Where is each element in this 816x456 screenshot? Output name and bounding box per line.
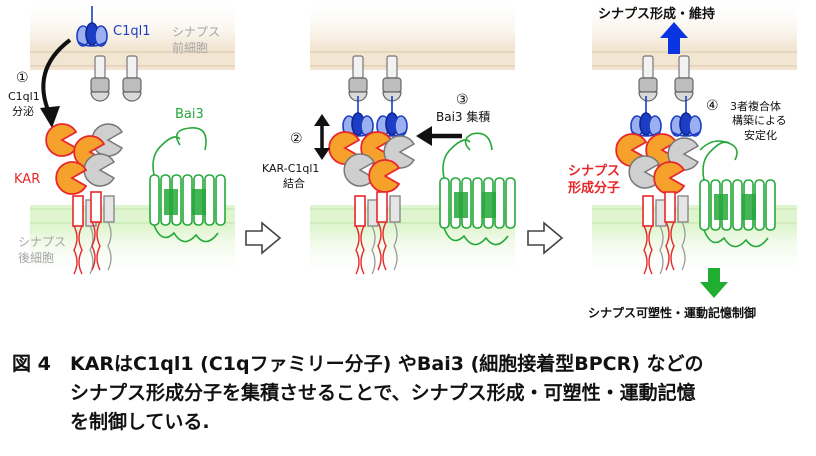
up-arrow [660,22,688,54]
step2-number: ② [290,131,303,147]
pre-synaptic-region [310,0,515,48]
gather-arrow [416,126,462,146]
transition-arrow-1 [245,222,281,254]
post-cell-label-2: 後細胞 [18,251,54,265]
step4-number: ④ [706,98,719,114]
panel-1: C1ql1 シナプス 前細胞 ① C1ql1 分泌 KAR Bai3 シナプス … [8,0,235,277]
step3-number: ③ [456,92,469,108]
bai3-label: Bai3 [175,107,204,122]
transition-arrow-2 [527,222,563,254]
c1ql1-icon [630,95,662,137]
c1ql1-label: C1ql1 [113,24,150,39]
figure-number: 図 4 [12,353,51,375]
pre-cell-label-2: 前細胞 [172,40,208,55]
bai3-receptor [699,140,776,248]
c1ql1-icon [670,95,702,137]
bai3-receptor [439,132,516,246]
panel-3: シナプス形成・維持 ④ 3者複合体 構築による 安定化 シナプス 形成分子 [568,0,797,320]
caption-line-2: シナプス形成分子を集積させることで、シナプス形成・可塑性・運動記憶 [70,382,696,404]
organizer-line2: 形成分子 [568,180,620,196]
pre-synaptic-region [30,0,235,48]
pre-membrane-pattern [592,51,797,67]
post-synaptic-region [30,227,235,277]
kar-label: KAR [14,172,40,187]
panel-2: ② KAR-C1ql1 結合 ③ Bai3 集積 [262,0,516,277]
organizer-line1: シナプス [568,164,620,179]
step1-number: ① [16,70,29,86]
bai3-receptor [149,127,226,243]
caption-line-3: を制御している. [70,411,210,433]
pre-synaptic-region [592,0,797,48]
c1ql1-icon [342,95,374,137]
secretion-arrow [41,38,72,116]
pre-membrane [310,48,515,70]
step1-line1: C1ql1 [8,90,40,103]
step2-line1: KAR-C1ql1 [262,162,319,175]
step4-line3: 安定化 [744,128,777,142]
c1ql1-icon [376,95,408,137]
post-synaptic-region [592,227,797,277]
step4-line1: 3者複合体 [730,99,781,113]
post-synaptic-region [310,227,515,277]
step2-line2: 結合 [283,176,305,190]
formation-label: シナプス形成・維持 [598,6,715,22]
pre-membrane-pattern [310,51,515,67]
pre-cell-label-1: シナプス [172,25,220,39]
figure-diagram: C1ql1 シナプス 前細胞 ① C1ql1 分泌 KAR Bai3 シナプス … [8,0,797,320]
plasticity-label: シナプス可塑性・運動記憶制御 [588,305,756,320]
post-cell-label-1: シナプス [18,235,66,249]
binding-arrow [314,114,330,160]
pre-membrane [592,48,797,70]
secretion-arrow-head [40,106,60,128]
down-arrow [700,268,728,298]
step1-line2: 分泌 [12,105,34,118]
step3-text: Bai3 集積 [436,109,490,124]
caption-line-1: KARはC1ql1 (C1qファミリー分子) やBai3 (細胞接着型BPCR)… [70,353,704,375]
step4-line2: 構築による [732,113,787,127]
